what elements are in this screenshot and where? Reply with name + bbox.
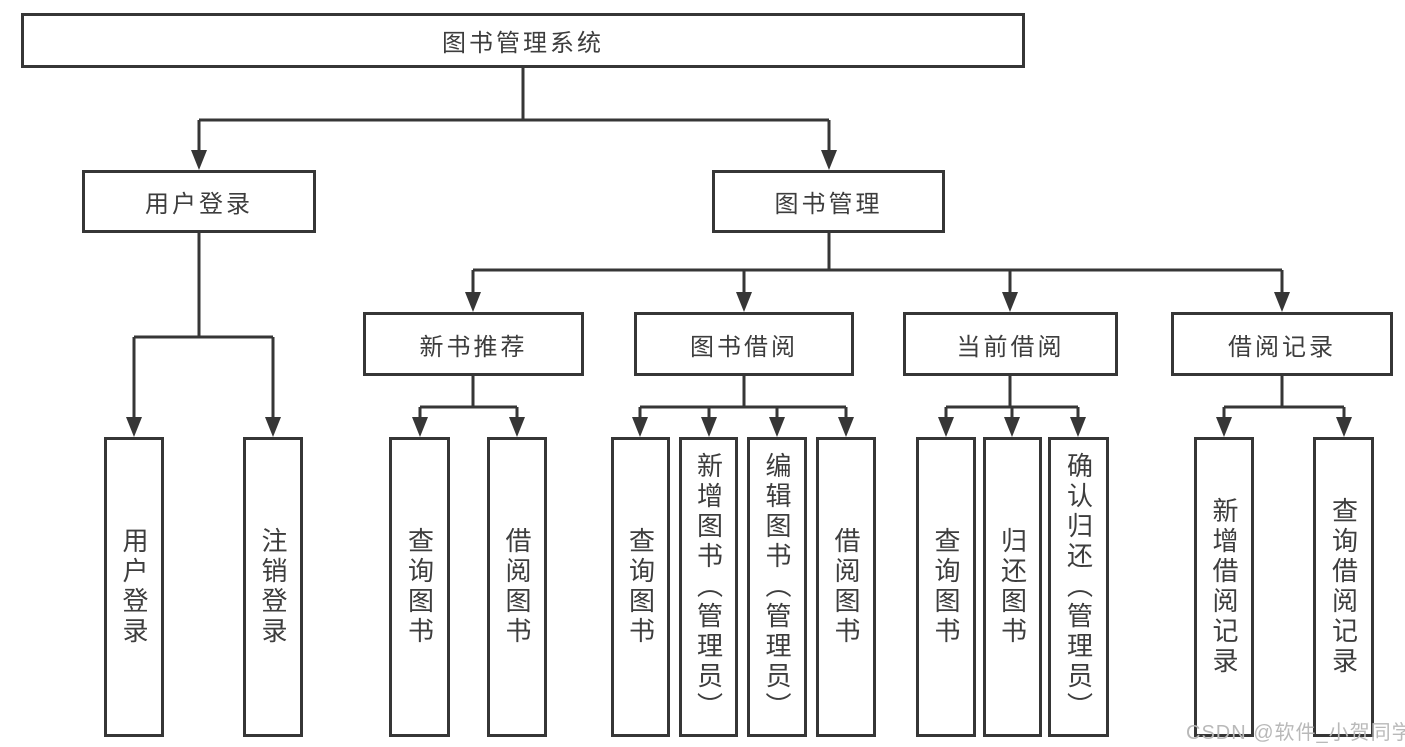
node-label: 图书借阅	[690, 333, 798, 361]
leaf-logout: 注销登录	[243, 437, 303, 737]
node-label: 借阅图书	[502, 527, 532, 647]
arrowhead-icons	[126, 150, 1352, 437]
node-new-book-recommend: 新书推荐	[363, 312, 584, 376]
node-label: 借阅记录	[1228, 333, 1336, 361]
node-label: 新增借阅记录	[1209, 497, 1239, 677]
leaf-records-query-record: 查询借阅记录	[1313, 437, 1374, 737]
node-book-borrowing: 图书借阅	[634, 312, 854, 376]
node-label: 用户登录	[145, 191, 253, 218]
leaf-borrowing-borrow-books: 借阅图书	[816, 437, 876, 737]
leaf-records-add-record: 新增借阅记录	[1194, 437, 1254, 737]
node-label: 图书管理系统	[442, 30, 604, 57]
node-label: 新增图书（管理员）	[693, 452, 724, 722]
leaf-newbooks-query-books: 查询图书	[389, 437, 450, 737]
node-library-system: 图书管理系统	[21, 13, 1025, 68]
tree-edge-lines	[132, 68, 1346, 420]
node-label: 图书管理	[774, 191, 883, 218]
node-label: 查询图书	[931, 527, 961, 647]
node-label: 新书推荐	[419, 333, 528, 361]
node-book-management: 图书管理	[712, 170, 945, 233]
node-label: 归还图书	[997, 527, 1028, 647]
leaf-current-confirm-return-admin: 确认归还（管理员）	[1048, 437, 1109, 737]
node-label: 当前借阅	[956, 333, 1065, 361]
node-borrow-records: 借阅记录	[1171, 312, 1393, 376]
node-label: 编辑图书（管理员）	[762, 452, 792, 722]
leaf-newbooks-borrow-books: 借阅图书	[487, 437, 547, 737]
leaf-borrowing-add-books-admin: 新增图书（管理员）	[679, 437, 738, 737]
leaf-user-login: 用户登录	[104, 437, 164, 737]
leaf-borrowing-query-books: 查询图书	[611, 437, 670, 737]
node-label: 确认归还（管理员）	[1063, 452, 1094, 722]
leaf-current-return-books: 归还图书	[983, 437, 1042, 737]
node-user-login: 用户登录	[82, 170, 316, 233]
node-label: 借阅图书	[831, 527, 861, 647]
node-label: 注销登录	[258, 527, 288, 647]
csdn-watermark: CSDN @软件_小贺同学	[1186, 722, 1405, 744]
node-current-borrowing: 当前借阅	[903, 312, 1118, 376]
node-label: 查询借阅记录	[1328, 497, 1359, 677]
node-label: 查询图书	[404, 527, 435, 647]
leaf-current-query-books: 查询图书	[916, 437, 976, 737]
leaf-borrowing-edit-books-admin: 编辑图书（管理员）	[747, 437, 807, 737]
node-label: 查询图书	[625, 527, 656, 647]
node-label: 用户登录	[119, 527, 149, 647]
